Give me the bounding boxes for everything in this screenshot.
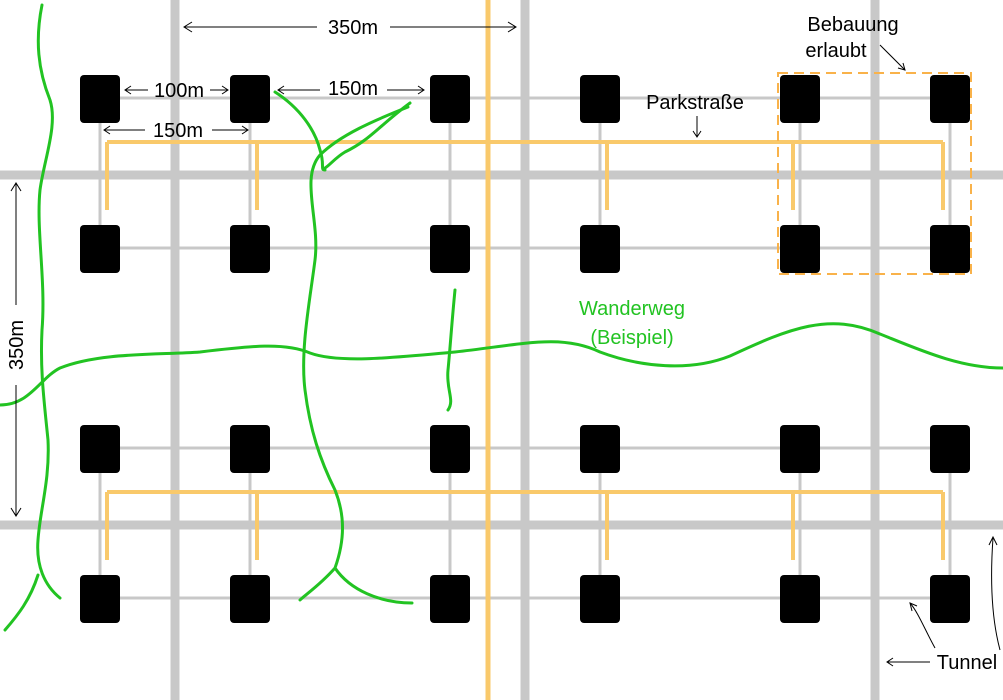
zone-pointer-line xyxy=(879,44,906,71)
building-r1-c3 xyxy=(430,75,470,123)
tunnel-pointer-bottom-arrowhead xyxy=(886,657,894,667)
buildings xyxy=(80,75,970,623)
building-r2-c2 xyxy=(230,225,270,273)
dim-top-label: 350m xyxy=(328,17,378,39)
building-r3-c5 xyxy=(780,425,820,473)
hiking-trails xyxy=(0,3,1003,632)
dim-side-arrowhead-top xyxy=(10,182,22,192)
building-r2-c3 xyxy=(430,225,470,273)
tunnel-pointer-mid-arrowhead xyxy=(909,602,918,612)
trail-middle-branch-2 xyxy=(323,101,412,170)
dim-100-arrowhead-right xyxy=(221,85,229,95)
building-r3-c2 xyxy=(230,425,270,473)
building-r1-c4 xyxy=(580,75,620,123)
dim-150-lower-arrowhead-right xyxy=(241,125,249,135)
dim-150-lower-arrowhead-left xyxy=(103,125,111,135)
park-road-pointer-arrowhead xyxy=(692,130,702,138)
building-r1-c5 xyxy=(780,75,820,123)
tunnel-pointer-mid xyxy=(909,602,936,649)
tunnel-pointer-right xyxy=(991,537,1001,651)
zone-pointer-arrowhead xyxy=(897,62,906,71)
building-r4-c2 xyxy=(230,575,270,623)
building-r2-c1 xyxy=(80,225,120,273)
dim-150-top-label: 150m xyxy=(328,78,378,100)
dim-top-arrowhead-left xyxy=(183,21,193,33)
building-r3-c6 xyxy=(930,425,970,473)
dim-150-top-arrowhead-left xyxy=(277,85,285,95)
trail-left-vertical xyxy=(3,3,62,632)
zone-label-line2: erlaubt xyxy=(805,40,867,62)
dim-side-arrowhead-bottom xyxy=(10,507,22,517)
trail-short-vertical xyxy=(446,288,457,412)
trail-main-horizontal xyxy=(0,322,1003,407)
dim-100-label: 100m xyxy=(154,80,204,102)
building-r4-c5 xyxy=(780,575,820,623)
building-r2-c5 xyxy=(780,225,820,273)
dimension-lines xyxy=(10,21,1001,667)
building-r2-c4 xyxy=(580,225,620,273)
building-r1-c2 xyxy=(230,75,270,123)
dim-side-label: 350m xyxy=(6,320,28,370)
building-r3-c3 xyxy=(430,425,470,473)
dim-100-arrowhead-left xyxy=(124,85,132,95)
building-r4-c6 xyxy=(930,575,970,623)
building-r4-c4 xyxy=(580,575,620,623)
building-r2-c6 xyxy=(930,225,970,273)
building-r1-c6 xyxy=(930,75,970,123)
building-r4-c1 xyxy=(80,575,120,623)
trail-label-line1: Wanderweg xyxy=(579,298,685,320)
dim-150-top-arrowhead-right xyxy=(417,85,425,95)
park-roads xyxy=(105,140,945,560)
building-r1-c1 xyxy=(80,75,120,123)
dim-top-arrowhead-right xyxy=(507,21,517,33)
building-r3-c4 xyxy=(580,425,620,473)
dim-150-lower-label: 150m xyxy=(153,120,203,142)
building-zone-border xyxy=(777,72,972,275)
building-r4-c3 xyxy=(430,575,470,623)
trail-label-line2: (Beispiel) xyxy=(590,327,673,349)
park-road-label: Parkstraße xyxy=(646,92,744,114)
zone-label-line1: Bebauung xyxy=(807,14,898,36)
trail-middle-branch-1 xyxy=(273,90,327,172)
tunnel-pointer-right-arrowhead xyxy=(988,535,998,546)
tunnel-label: Tunnel xyxy=(937,652,997,674)
building-r3-c1 xyxy=(80,425,120,473)
